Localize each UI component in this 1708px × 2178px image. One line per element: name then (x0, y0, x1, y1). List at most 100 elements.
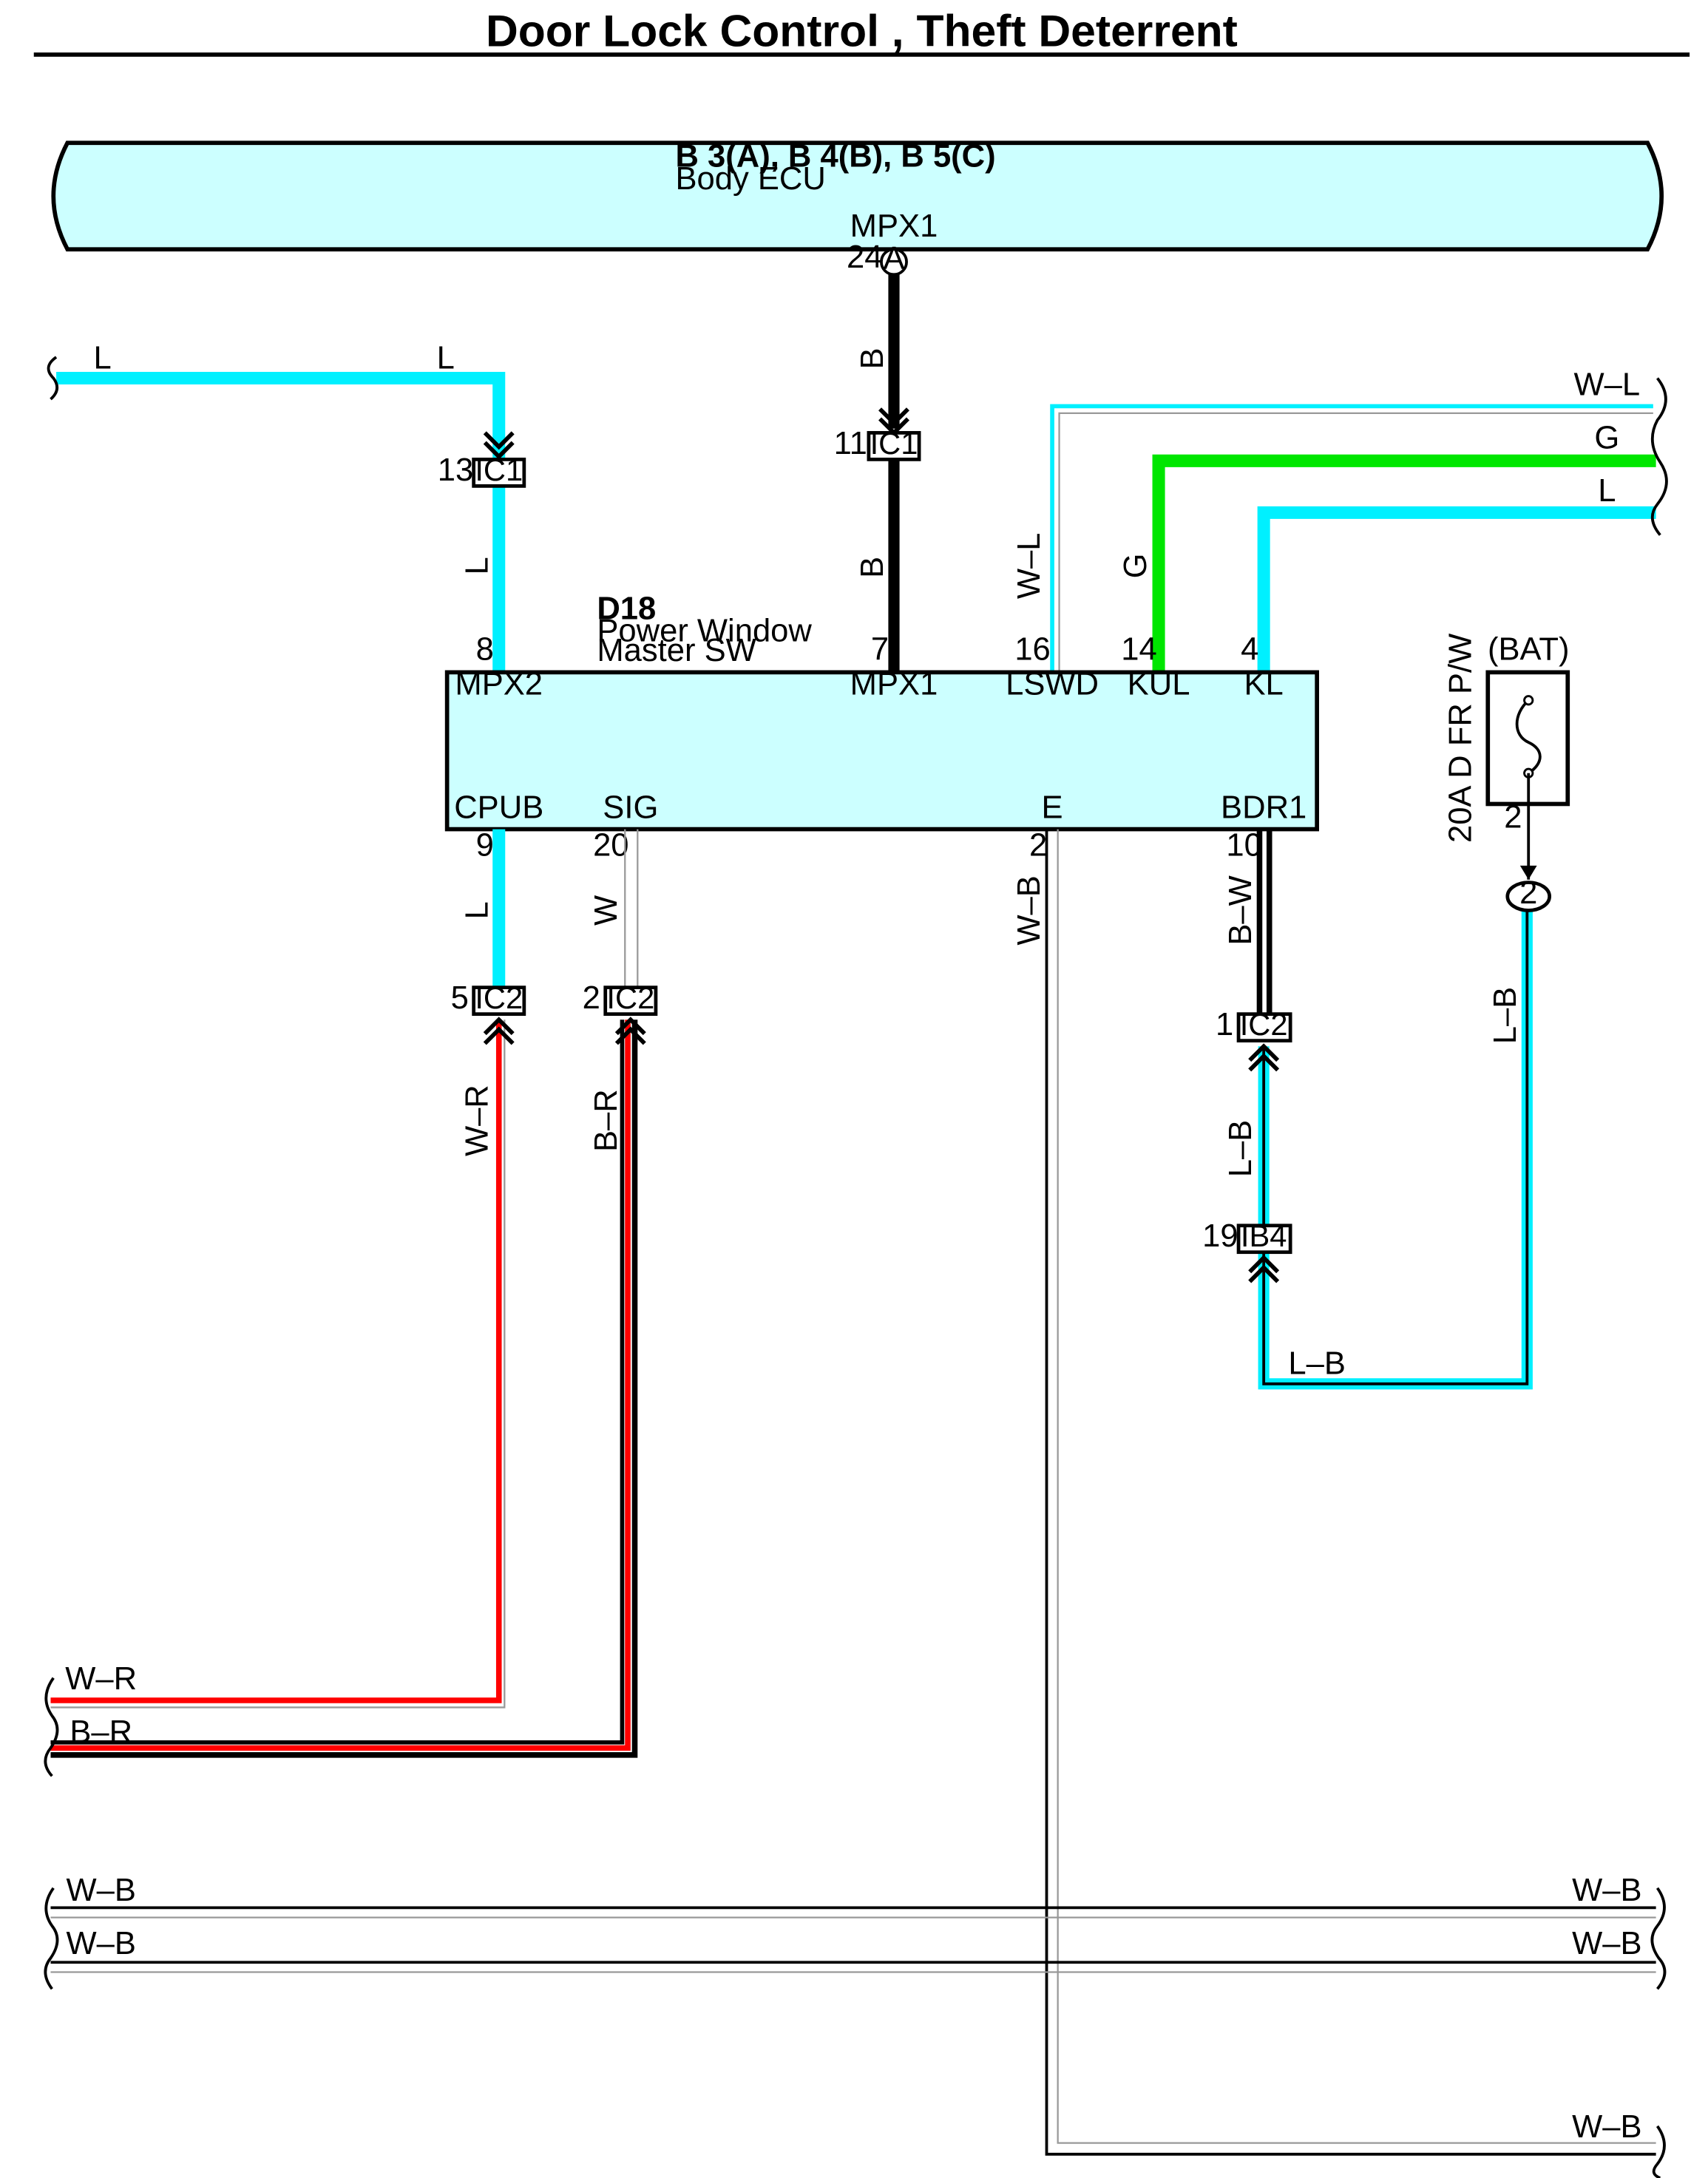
junction-code-ic2-2: IC2 (606, 980, 654, 1015)
terminal-pin-lswd: 16 (1014, 631, 1050, 667)
fuse-arrow (1519, 865, 1537, 880)
wire-l-kl (1257, 506, 1656, 673)
wire-label-mpx1-lower: B (855, 557, 890, 578)
wire-label-right-l: L (1598, 473, 1616, 509)
body-ecu-connector-letter: A (883, 241, 904, 277)
junction-pin-ic2-2: 2 (583, 980, 600, 1016)
wire-label-e: W–B (1011, 875, 1047, 945)
wire-label-lswd: W–L (1011, 533, 1047, 600)
fuse-junction-marker (1505, 881, 1552, 912)
wire-label-bdr1: B–W (1223, 875, 1258, 945)
wavy-break-right-bottom (1652, 2125, 1666, 2178)
wire-wl-lswd-white (1058, 412, 1653, 673)
fuse-terminal-top (1523, 695, 1534, 706)
junction-ic2-5 (472, 985, 526, 1017)
mpx2-arrow (483, 431, 515, 460)
wire-label-mpx1-upper: B (855, 347, 890, 369)
terminal-pin-cpub: 9 (476, 828, 494, 864)
fuse-supply: (BAT) (1488, 631, 1570, 667)
terminal-name-mpx2: MPX2 (455, 667, 543, 702)
wire-label-lb-fuse: L–B (1488, 987, 1523, 1045)
terminal-pin-sig: 20 (593, 828, 628, 864)
terminal-name-lswd: LSWD (1006, 667, 1099, 702)
terminal-name-kl: KL (1244, 667, 1284, 702)
body-ecu-pin: 24 (847, 240, 882, 275)
wire-label-cpub: L (460, 901, 495, 919)
wire-lb-main-cyan (1258, 910, 1533, 1390)
terminal-pin-mpx1: 7 (871, 631, 889, 667)
fuse-junction-number: 2 (1519, 875, 1537, 911)
arrow-ic2-1 (1248, 1043, 1280, 1072)
wire-wb-e-inner (1057, 829, 1656, 2144)
junction-ic2-2 (603, 985, 658, 1017)
junction-code-ic2-5: IC2 (475, 980, 523, 1015)
wire-label-right-wl: W–L (1574, 367, 1641, 402)
terminal-name-bdr1: BDR1 (1221, 790, 1307, 825)
wire-wr-stripe (50, 1020, 506, 1709)
wire-label-wb-left-2: W–B (66, 1926, 135, 1961)
wavy-break-left-wb (44, 1887, 59, 1990)
body-ecu-terminal-mpx1: MPX1 (850, 208, 938, 244)
wire-label-wb-right-2: W–B (1572, 1926, 1641, 1961)
body-ecu-codes: B 3(A), B 4(B), B 5(C) (675, 138, 995, 174)
arrow-ic2-2 (614, 1017, 646, 1045)
wire-label-kul: G (1118, 553, 1153, 578)
wire-br-black2 (50, 1020, 625, 1745)
wire-label-br-vertical: B–R (589, 1089, 624, 1152)
junction-pin-ic2-1: 1 (1216, 1007, 1233, 1042)
wire-label-lb-mid: L–B (1223, 1120, 1258, 1178)
wire-label-wb-bottom: W–B (1572, 2109, 1641, 2145)
fuse-pin: 2 (1504, 800, 1522, 835)
wire-wl-lswd (1050, 404, 1653, 673)
junction-pin-ic1-11: 11 (834, 426, 867, 461)
terminal-pin-bdr1: 10 (1226, 828, 1261, 864)
wire-br-red (50, 1020, 631, 1751)
wire-label-top-left-a: L (93, 340, 111, 376)
wire-label-wr-vertical: W–R (460, 1085, 495, 1156)
wire-label-left-br: B–R (70, 1714, 132, 1750)
terminal-name-sig: SIG (603, 790, 658, 825)
arrow-ib4-19 (1248, 1255, 1280, 1283)
terminal-pin-mpx2: 8 (476, 631, 494, 667)
junction-ic1-13 (472, 458, 526, 488)
wire-l-top-left (56, 371, 506, 673)
fuse-icon (1515, 699, 1542, 775)
wire-g-kul (1152, 454, 1656, 673)
terminal-name-kul: KUL (1128, 667, 1190, 702)
junction-ic1-11 (867, 431, 921, 461)
switch-box (444, 670, 1319, 832)
page-title: Door Lock Control , Theft Deterrent (486, 6, 1238, 56)
wavy-break-left-wr-br (44, 1677, 59, 1777)
wire-wr-outer (50, 1020, 502, 1703)
wire-lb-main-black (1262, 910, 1529, 1385)
terminal-name-e: E (1042, 790, 1063, 825)
terminal-name-mpx1: MPX1 (850, 667, 938, 702)
switch-name-line1: Power Window (597, 614, 812, 649)
wire-label-sig: W (589, 895, 624, 926)
fuse-name: 20A D FR P/W (1443, 634, 1479, 843)
junction-code-ic1-11: IC1 (870, 426, 918, 461)
junction-code-ic1-13: IC1 (475, 452, 523, 487)
wire-label-top-left-b: L (437, 340, 455, 376)
terminal-pin-kl: 4 (1241, 631, 1258, 667)
junction-code-ic2-1: IC2 (1240, 1007, 1288, 1042)
terminal-name-cpub: CPUB (454, 790, 543, 825)
body-ecu-box (51, 140, 1664, 252)
wire-label-left-wr: W–R (65, 1661, 137, 1697)
wire-label-lb-bottom: L–B (1288, 1346, 1346, 1382)
wire-wb-e-outer (1045, 829, 1656, 2156)
junction-code-ib4-19: IB4 (1241, 1218, 1287, 1253)
terminal-pin-kul: 14 (1121, 631, 1156, 667)
wavy-break-right-top (1650, 377, 1668, 536)
wavy-break-right-wb (1650, 1887, 1667, 1990)
wavy-break-left-l (47, 356, 58, 401)
junction-pin-ib4-19: 19 (1202, 1218, 1238, 1254)
switch-code: D18 (597, 591, 656, 626)
wire-label-wb-left-1: W–B (66, 1873, 135, 1908)
switch-name-line2: Master SW (597, 633, 756, 668)
junction-pin-ic2-5: 5 (451, 980, 469, 1016)
junction-ib4-19 (1236, 1224, 1292, 1255)
wire-br-black (50, 1020, 638, 1758)
wire-label-right-g: G (1594, 420, 1619, 455)
